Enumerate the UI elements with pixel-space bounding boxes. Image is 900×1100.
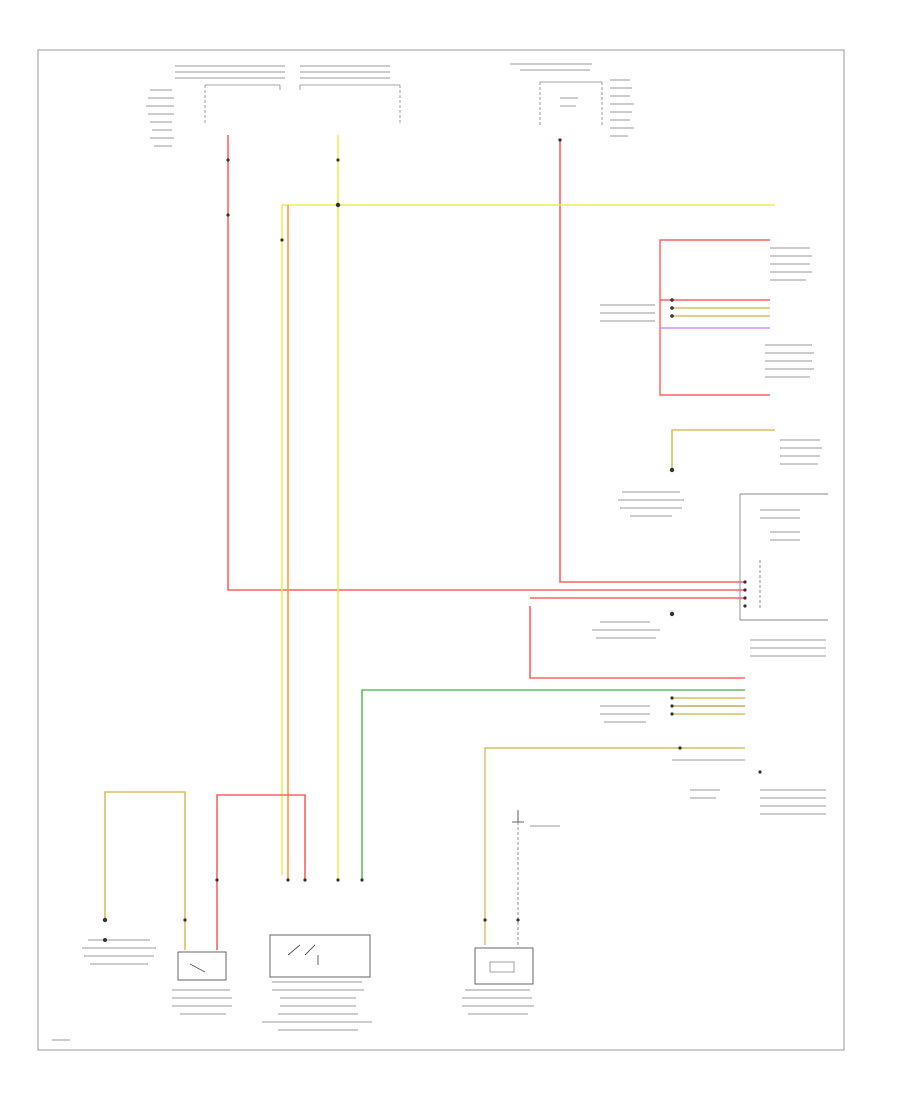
wire-ambient-red (216, 794, 306, 950)
label-marks (52, 63, 826, 1041)
wire-red-top-right (659, 239, 770, 396)
wire-ambient-yellow (104, 791, 186, 950)
ground-symbol (512, 810, 524, 823)
wire-tan-ground (671, 429, 775, 470)
engine-coolant-sensor-box (474, 947, 534, 985)
wire-green (361, 689, 745, 880)
control-module-box (739, 493, 828, 621)
power-source-bracket-right (539, 81, 603, 125)
wire-red-main (227, 135, 745, 679)
ac-pressure-sensor-box (269, 934, 371, 978)
diagram-border (37, 49, 845, 1051)
wire-coolant-sensor (484, 747, 745, 945)
ambient-temp-sensor-box (177, 951, 227, 981)
power-source-bracket-left (204, 84, 401, 125)
wire-yellow-top (281, 135, 775, 880)
connector-dots (102, 138, 762, 942)
